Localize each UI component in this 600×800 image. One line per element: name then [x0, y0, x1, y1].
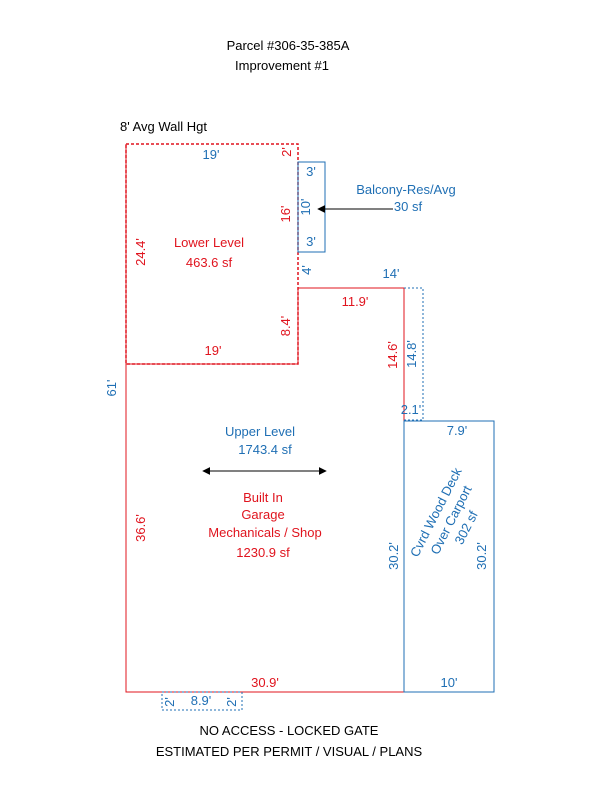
balcony-name: Balcony-Res/Avg: [356, 182, 455, 197]
bottom-small-outline: [161, 691, 243, 711]
wall-height-label: 8' Avg Wall Hgt: [120, 119, 207, 134]
lower-level-outline: [125, 143, 299, 365]
lower-level-name: Lower Level: [174, 235, 244, 250]
upper-level-outline: [125, 144, 405, 693]
garage-left-dim: 36.6': [133, 514, 148, 542]
garage-line-3: Mechanicals / Shop: [208, 525, 321, 540]
lower-level-right-mid-dim: 16': [278, 206, 293, 223]
overall-height-dim: 61': [104, 380, 119, 397]
bottom-small-mid-dim: 8.9': [191, 693, 212, 708]
upper-extension-top-dim: 14': [383, 266, 400, 281]
parcel-number: Parcel #306-35-385A: [227, 38, 350, 53]
bottom-small-right-dim: 2': [224, 697, 239, 707]
garage-area: 1230.9 sf: [236, 545, 290, 560]
garage-top-dim: 11.9': [342, 294, 369, 309]
bottom-small-left-dim: 2': [162, 697, 177, 707]
deck-top-dim: 7.9': [447, 423, 468, 438]
lower-level-right-bottom-dim: 8.4': [278, 316, 293, 337]
lower-level-area: 463.6 sf: [186, 255, 233, 270]
garage-bottom-dim: 30.9': [251, 675, 279, 690]
balcony-area: 30 sf: [394, 199, 423, 214]
improvement-label: Improvement #1: [235, 58, 329, 73]
balcony-top-dim: 3': [306, 164, 316, 179]
lower-level-left-dim: 24.4': [133, 238, 148, 266]
lower-level-right-top-dim: 2': [279, 147, 294, 157]
deck-left-dim: 30.2': [386, 542, 401, 570]
upper-level-area: 1743.4 sf: [238, 442, 292, 457]
balcony-bottom-dim: 3': [306, 234, 316, 249]
balcony-side-dim: 10': [298, 199, 313, 216]
lower-level-right-4-dim: 4': [299, 265, 314, 275]
deck-right-dim: 30.2': [474, 542, 489, 570]
upper-level-extension-outline: [404, 287, 424, 421]
footer-note-1: NO ACCESS - LOCKED GATE: [200, 723, 379, 738]
deck-bottom-dim: 10': [441, 675, 458, 690]
garage-line-1: Built In: [243, 490, 283, 505]
upper-extension-step-dim: 2.1': [401, 402, 422, 417]
garage-right-dim: 14.6': [385, 341, 400, 369]
upper-extension-side-dim: 14.8': [404, 340, 419, 368]
deck-outline: [403, 420, 495, 693]
lower-level-top-dim: 19': [203, 147, 220, 162]
lower-level-bottom-dim: 19': [205, 343, 222, 358]
garage-line-2: Garage: [241, 507, 284, 522]
footer-note-2: ESTIMATED PER PERMIT / VISUAL / PLANS: [156, 744, 423, 759]
upper-level-name: Upper Level: [225, 424, 295, 439]
